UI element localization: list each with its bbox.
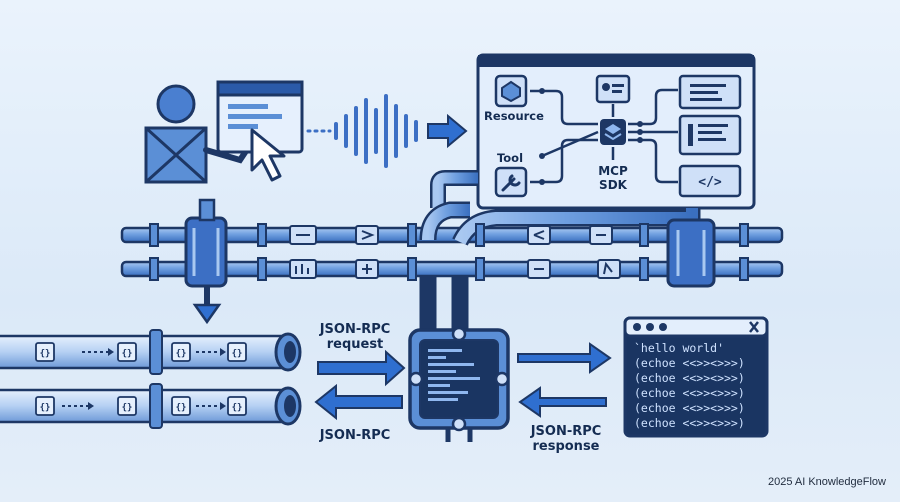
request-tube-upper — [0, 329, 302, 375]
tool-label: Tool — [496, 151, 524, 165]
resource-icon — [494, 74, 528, 108]
profile-card-icon — [595, 74, 631, 104]
hub-to-terminal-arrow-icon — [517, 342, 612, 374]
json-packet-icon: {} — [117, 396, 137, 416]
terminal-line: (echoe <<>><>>>) — [634, 416, 745, 430]
voice-signal-icon — [306, 94, 418, 168]
svg-text:{}: {} — [232, 349, 243, 359]
json-packet-icon: {} — [171, 342, 191, 362]
connector-dots — [539, 88, 643, 185]
terminal-window — [623, 316, 769, 438]
packet-row-upper: {} {} {} {} — [35, 342, 247, 362]
json-packet-icon: {} — [227, 396, 247, 416]
request-label-line1: JSON-RPC — [319, 322, 391, 337]
mcp-sdk-label-line1: MCP — [598, 164, 628, 178]
json-packet-icon: {} — [227, 342, 247, 362]
tool-icon — [494, 166, 528, 198]
json-packet-icon: {} — [117, 342, 137, 362]
request-tube-lower — [0, 383, 302, 429]
server-hub — [408, 326, 510, 442]
code-tag-icon: </> — [698, 175, 722, 190]
terminal-line: (echoe <<>><>>>) — [634, 371, 745, 385]
reply-arrow-icon — [314, 383, 403, 421]
request-arrow-icon — [317, 349, 406, 387]
json-packet-icon: {} — [35, 342, 55, 362]
code-list-card-icon — [678, 114, 742, 156]
pipe-network — [120, 170, 784, 336]
arrow-down-icon — [192, 303, 222, 325]
close-icon — [749, 321, 759, 333]
jsonrpc-bottom-label: JSON-RPC — [319, 428, 391, 443]
json-packet-icon: {} — [35, 396, 55, 416]
terminal-line: (echoe <<>><>>>) — [634, 386, 745, 400]
terminal-line: (echoe <<>><>>>) — [634, 356, 745, 370]
footer-credit: 2025 AI KnowledgeFlow — [767, 476, 886, 488]
svg-text:{}: {} — [122, 349, 133, 359]
arrow-right-icon — [427, 113, 468, 149]
packet-row-lower: {} {} {} {} — [35, 396, 247, 416]
response-arrow-icon — [518, 386, 607, 418]
browser-window-icon — [216, 80, 304, 154]
request-label-line2: request — [326, 337, 384, 352]
sdk-connector-lines — [530, 88, 678, 184]
terminal-line: `hello world' — [634, 341, 725, 355]
svg-text:{}: {} — [40, 349, 51, 359]
mcp-sdk-label-line2: SDK — [599, 178, 627, 192]
cursor-icon — [250, 128, 286, 182]
code-tag-card: </> — [678, 164, 742, 198]
response-label-line1: JSON-RPC — [530, 424, 602, 439]
svg-text:{}: {} — [232, 403, 243, 413]
terminal-line: (echoe <<>><>>>) — [634, 401, 745, 415]
svg-text:{}: {} — [40, 403, 51, 413]
json-packet-icon: {} — [171, 396, 191, 416]
svg-text:{}: {} — [176, 349, 187, 359]
document-card-icon — [678, 74, 742, 110]
svg-text:{}: {} — [176, 403, 187, 413]
response-label-line2: response — [532, 439, 600, 454]
svg-text:{}: {} — [122, 403, 133, 413]
resource-label: Resource — [484, 109, 544, 123]
sdk-core-icon — [600, 119, 626, 145]
